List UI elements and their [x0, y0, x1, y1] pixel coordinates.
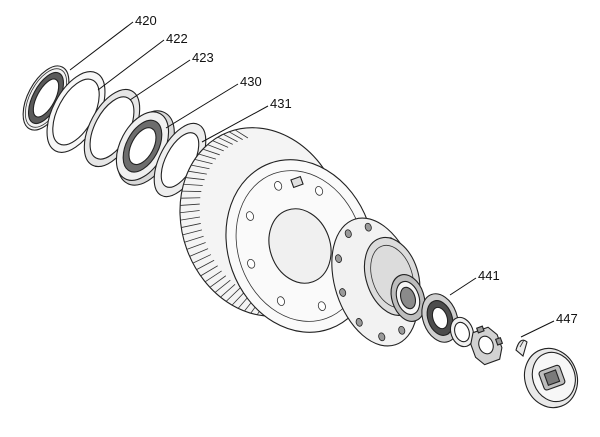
callout-labels: 420 422 423 430 431 441 447	[135, 13, 578, 326]
callout-430: 430	[240, 74, 262, 89]
hub-stud	[334, 254, 342, 263]
drum-fin	[189, 248, 209, 257]
drum-fin	[228, 131, 243, 140]
hub-stud	[344, 229, 352, 239]
drum-fin	[182, 229, 203, 236]
drum-fin	[179, 210, 200, 214]
brake-drum	[179, 127, 375, 333]
small-washer	[449, 316, 475, 348]
drum-fin	[204, 270, 222, 283]
drum-fin	[183, 183, 203, 186]
callout-441: 441	[478, 268, 500, 283]
drum-fin	[207, 144, 224, 152]
drum-fin	[217, 136, 233, 145]
part-420-seal	[22, 65, 70, 131]
drum-bolt-hole	[276, 296, 285, 306]
drum-bolt-hole	[274, 181, 283, 191]
drum-fin	[200, 265, 218, 277]
hub-stud	[398, 325, 406, 335]
drum-fin	[192, 254, 212, 264]
drum-fin	[214, 279, 231, 293]
drum-fin	[220, 284, 236, 298]
hub-cap	[523, 347, 579, 409]
leader-lines	[69, 21, 555, 338]
drum-bolt-hole	[315, 186, 324, 196]
drum-fin	[209, 275, 227, 288]
callout-447: 447	[556, 311, 578, 326]
drum-fin	[185, 177, 205, 181]
hub-stud	[355, 318, 363, 327]
drum-fin	[194, 158, 213, 165]
drum-bolt-hole	[247, 258, 256, 269]
drum-fin	[181, 190, 202, 192]
drum-bolt-hole	[245, 211, 255, 221]
callout-422: 422	[166, 31, 188, 46]
hub-stud	[364, 222, 372, 232]
drum-bolt-hole	[317, 301, 326, 311]
drum-fin	[181, 223, 201, 228]
callout-423: 423	[192, 50, 214, 65]
drum-fin	[212, 140, 229, 148]
drum-fin	[191, 164, 210, 170]
drum-fin	[180, 197, 201, 199]
drum-fin	[202, 148, 220, 156]
drum-fin	[184, 235, 204, 243]
wheel-hub	[331, 217, 426, 347]
drum-fin	[196, 259, 215, 271]
drum-fin	[198, 153, 217, 160]
drum-fin	[234, 129, 249, 139]
hub-stud	[378, 332, 386, 342]
drum-fin	[188, 170, 207, 175]
drum-fin	[180, 203, 200, 206]
hub-stud	[339, 288, 347, 297]
drum-fin	[186, 242, 206, 250]
drum-fin	[223, 133, 238, 143]
castle-nut	[470, 325, 504, 366]
callout-420: 420	[135, 13, 157, 28]
part-441-bearing	[421, 293, 459, 343]
part-447-cotter-pin	[515, 339, 528, 357]
callout-431: 431	[270, 96, 292, 111]
drum-fin	[180, 216, 201, 221]
drum-fin	[231, 291, 246, 306]
drum-fin	[225, 287, 241, 302]
